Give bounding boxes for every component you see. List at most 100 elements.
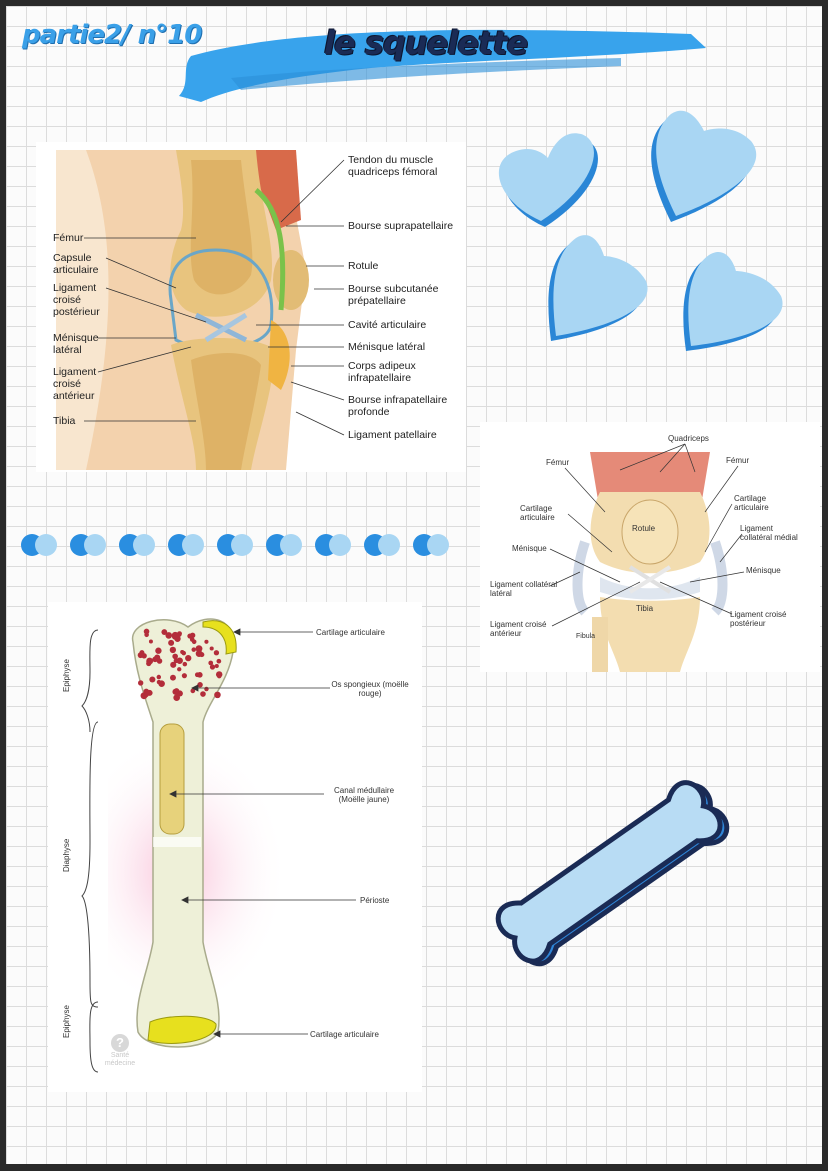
spongy-dot	[195, 650, 203, 658]
label-epiphyse-bottom: Epiphyse	[62, 1005, 71, 1038]
dot-light	[133, 534, 155, 556]
spongy-dot	[204, 686, 209, 692]
label-menisque-lateral-right: Ménisque latéral	[348, 341, 426, 353]
dot-light	[280, 534, 302, 556]
spongy-dot	[158, 680, 165, 687]
spongy-dot	[161, 629, 168, 635]
spongy-dot	[146, 660, 152, 667]
label-femur: Fémur	[53, 232, 84, 244]
label-tibia-front: Tibia	[636, 604, 654, 613]
heart-icon	[548, 235, 648, 341]
label-lcp: Ligament croisé postérieur	[53, 282, 100, 318]
long-bone-illustration	[108, 618, 288, 1048]
dot-light	[84, 534, 106, 556]
label-perioste: Périoste	[360, 896, 390, 905]
spongy-dot	[187, 633, 193, 639]
label-fibula: Fibula	[576, 633, 596, 640]
dot-light	[231, 534, 253, 556]
heart-icon	[651, 110, 757, 222]
label-ligament-medial: Ligament collatéral médial	[740, 524, 798, 542]
dot-light	[378, 534, 400, 556]
epiphysis-diaphysis-braces	[81, 629, 99, 1073]
spongy-dot	[170, 661, 177, 668]
spongy-dot	[181, 673, 187, 679]
spongy-dot	[155, 647, 162, 654]
label-bourse-subcutanee: Bourse subcutanée prépatellaire	[348, 283, 439, 307]
label-corps-adipeux: Corps adipeux infrapatellaire	[348, 360, 416, 384]
label-tendon-quadriceps: Tendon du muscle quadriceps fémoral	[348, 154, 438, 178]
spongy-dot	[168, 639, 175, 646]
label-menisque-lateral-left: Ménisque latéral	[53, 332, 99, 356]
spongy-dot	[149, 676, 156, 683]
label-femur-front-left: Fémur	[546, 458, 570, 467]
spongy-dot	[170, 674, 176, 681]
spongy-dot	[137, 680, 144, 686]
label-cavite: Cavité articulaire	[348, 319, 427, 331]
spongy-dot	[176, 657, 183, 664]
spongy-dot	[209, 664, 216, 670]
label-ligament-patellaire: Ligament patellaire	[348, 429, 437, 441]
label-menisque-front-left: Ménisque	[512, 544, 547, 553]
spongy-dot	[185, 654, 192, 662]
spongy-dot	[191, 639, 197, 645]
spongy-dot	[180, 650, 185, 655]
label-diaphyse: Diaphyse	[62, 838, 71, 872]
label-canal-medullaire: Canal médullaire (Moëlle jaune)	[333, 786, 395, 804]
label-rotule-front: Rotule	[632, 524, 656, 533]
spongy-dot	[141, 653, 147, 659]
label-lcp-front: Ligament croisé postérieur	[730, 610, 787, 628]
label-ligament-lateral: Ligament collatéral latéral	[490, 580, 558, 598]
label-menisque-front-right: Ménisque	[746, 566, 781, 575]
spongy-dot	[156, 674, 162, 680]
spongy-dot	[171, 631, 179, 639]
label-cartilage-front-left: Cartilage articulaire	[520, 504, 555, 522]
page-title: le squelette	[324, 24, 528, 62]
spongy-dot	[200, 691, 206, 697]
spongy-dot	[191, 647, 197, 652]
spongy-dot	[214, 663, 219, 669]
knee-sagittal-diagram: Fémur Capsule articulaire Ligament crois…	[36, 142, 466, 472]
dots-decoration	[21, 534, 449, 556]
spongy-dot	[214, 691, 221, 699]
label-tibia: Tibia	[53, 415, 76, 427]
question-icon: ?	[111, 1034, 129, 1052]
heart-icon	[498, 133, 598, 227]
spongy-dot	[165, 632, 173, 639]
dot-light	[427, 534, 449, 556]
label-bourse-suprapatellaire: Bourse suprapatellaire	[348, 220, 454, 232]
label-epiphyse-top: Epiphyse	[62, 659, 71, 692]
dot-light	[329, 534, 351, 556]
spongy-dot	[173, 658, 179, 664]
spongy-dot	[195, 645, 203, 653]
spongy-dot	[204, 639, 209, 644]
dot-light	[182, 534, 204, 556]
long-bone-diagram: Epiphyse Diaphyse Epiphyse Cartilage art…	[48, 602, 422, 1092]
dot-light	[35, 534, 57, 556]
spongy-dot	[194, 672, 200, 678]
spongy-dot	[144, 632, 149, 638]
spongy-dot	[208, 660, 214, 666]
part-label: partie2/ n°10	[22, 20, 202, 50]
label-cartilage-front-right: Cartilage articulaire	[734, 494, 769, 512]
label-lca: Ligament croisé antérieur	[53, 366, 97, 402]
spongy-dot	[197, 682, 203, 688]
spongy-dot	[173, 694, 181, 702]
spongy-dot	[182, 661, 188, 667]
spongy-dot	[213, 650, 220, 656]
spongy-dot	[190, 688, 196, 694]
label-lca-front: Ligament croisé antérieur	[490, 620, 547, 638]
spongy-dot	[172, 653, 178, 660]
spongy-dot	[172, 688, 179, 695]
knee-sagittal-illustration	[56, 150, 309, 470]
heart-icon	[683, 252, 783, 351]
spongy-dot	[216, 658, 222, 664]
label-cartilage-top: Cartilage articulaire	[316, 628, 385, 637]
label-os-spongieux: Os spongieux (moëlle rouge)	[331, 680, 409, 698]
hearts-decoration	[498, 110, 783, 351]
title-brush-stroke	[179, 29, 706, 102]
label-capsule: Capsule articulaire	[53, 252, 99, 276]
watermark-logo: ? Santé médecine	[100, 1034, 140, 1068]
label-cartilage-bottom: Cartilage articulaire	[310, 1030, 379, 1039]
label-rotule: Rotule	[348, 260, 379, 272]
spongy-dot	[169, 646, 177, 654]
